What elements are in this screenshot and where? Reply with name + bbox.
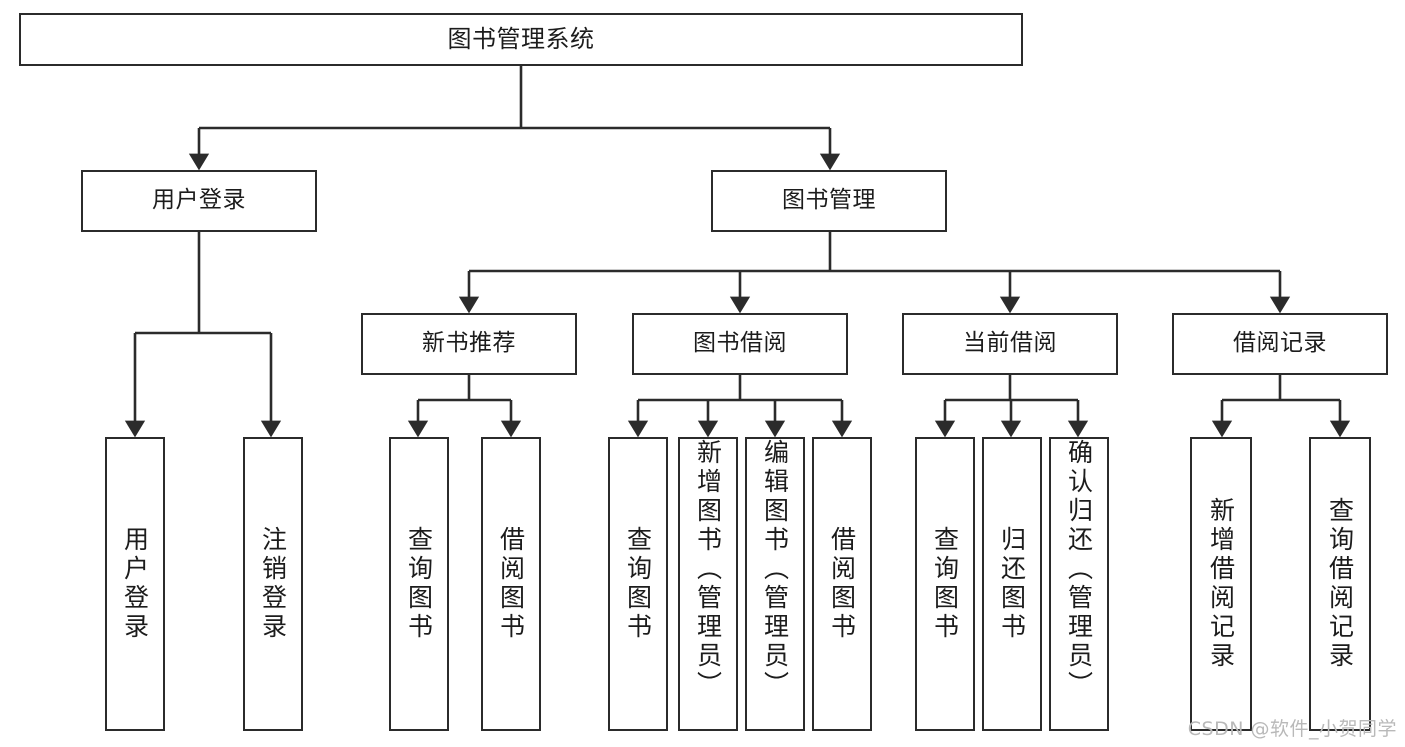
node-borrowing-record[interactable]: 借阅记录 <box>1172 313 1388 375</box>
node-label: 归还图书 <box>997 526 1027 642</box>
node-label: 借阅图书 <box>827 526 857 642</box>
leaf-record-add-borrow-record[interactable]: 新增借阅记录 <box>1190 437 1252 731</box>
node-label: 当前借阅 <box>963 330 1057 357</box>
leaf-new-book-borrow-books[interactable]: 借阅图书 <box>481 437 541 731</box>
node-current-borrowing[interactable]: 当前借阅 <box>902 313 1118 375</box>
node-label: 用户登录 <box>120 526 150 642</box>
leaf-user-login-login[interactable]: 用户登录 <box>105 437 165 731</box>
node-label: 新增图书（管理员） <box>693 439 723 700</box>
node-label: 新增借阅记录 <box>1206 497 1236 671</box>
node-label: 新书推荐 <box>422 330 516 357</box>
leaf-book-borrow-borrow-books[interactable]: 借阅图书 <box>812 437 872 731</box>
node-label: 图书管理系统 <box>447 25 595 54</box>
leaf-record-query-borrow-record[interactable]: 查询借阅记录 <box>1309 437 1371 731</box>
node-label: 图书管理 <box>782 187 876 214</box>
node-new-book-recommendation[interactable]: 新书推荐 <box>361 313 577 375</box>
leaf-book-borrow-add-book-admin[interactable]: 新增图书（管理员） <box>678 437 738 731</box>
node-label: 查询借阅记录 <box>1325 497 1355 671</box>
leaf-book-borrow-query-books[interactable]: 查询图书 <box>608 437 668 731</box>
node-book-borrowing[interactable]: 图书借阅 <box>632 313 848 375</box>
watermark-csdn: CSDN @软件_小贺同学 <box>1187 718 1397 740</box>
leaf-current-borrow-return-books[interactable]: 归还图书 <box>982 437 1042 731</box>
node-label: 图书借阅 <box>693 330 787 357</box>
node-label: 用户登录 <box>152 187 246 214</box>
node-label: 查询图书 <box>623 526 653 642</box>
node-root-book-management-system[interactable]: 图书管理系统 <box>19 13 1023 66</box>
leaf-user-login-logout[interactable]: 注销登录 <box>243 437 303 731</box>
node-label: 注销登录 <box>258 526 288 642</box>
leaf-book-borrow-edit-book-admin[interactable]: 编辑图书（管理员） <box>745 437 805 731</box>
node-book-management[interactable]: 图书管理 <box>711 170 947 232</box>
node-label: 查询图书 <box>930 526 960 642</box>
node-label: 编辑图书（管理员） <box>760 439 790 700</box>
leaf-new-book-query-books[interactable]: 查询图书 <box>389 437 449 731</box>
leaf-current-borrow-query-books[interactable]: 查询图书 <box>915 437 975 731</box>
node-label: 查询图书 <box>404 526 434 642</box>
node-label: 借阅图书 <box>496 526 526 642</box>
node-label: 借阅记录 <box>1233 330 1327 357</box>
leaf-current-borrow-confirm-return-admin[interactable]: 确认归还（管理员） <box>1049 437 1109 731</box>
node-user-login[interactable]: 用户登录 <box>81 170 317 232</box>
node-label: 确认归还（管理员） <box>1064 439 1094 700</box>
